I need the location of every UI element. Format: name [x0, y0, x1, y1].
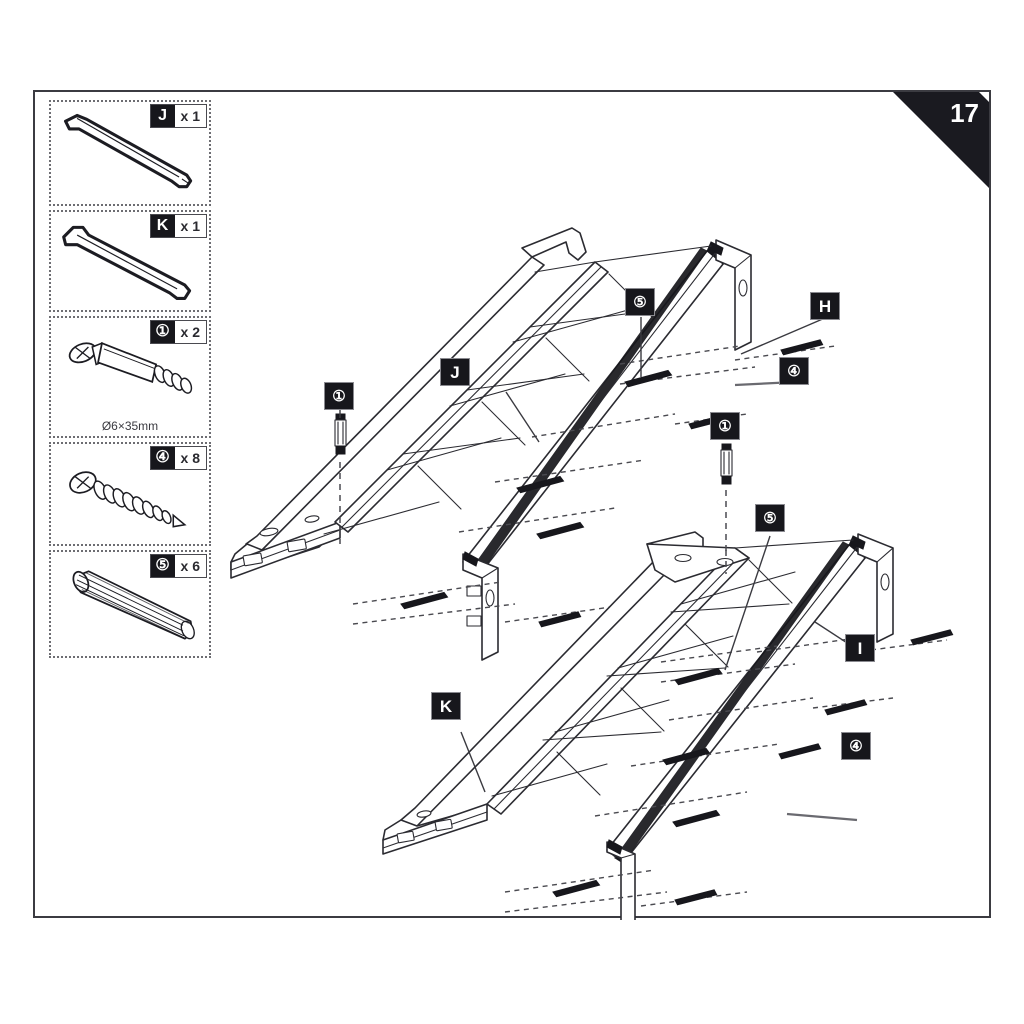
lower-dowel-glyphs	[551, 667, 723, 898]
upper-dowel-glyphs	[399, 369, 673, 610]
corner-notch	[969, 92, 989, 112]
page-number: 17	[950, 98, 979, 128]
part-quantity-5: x 6	[174, 555, 206, 577]
part-symbol-1: ①	[150, 321, 175, 343]
part-quantity-j: x 1	[174, 105, 206, 127]
lower-top-plate	[646, 543, 750, 583]
upper-leaders	[339, 317, 826, 443]
part-quantity-k: x 1	[174, 215, 206, 237]
rail-bar-icon	[62, 225, 192, 301]
callout-lower-screw-4[interactable]: ④	[841, 732, 871, 760]
part-item-5: ⑤ x 6	[49, 550, 211, 658]
upper-cam-bolt-insert	[334, 413, 347, 544]
part-badge-5: ⑤ x 6	[149, 554, 207, 578]
callout-upper-panel-h[interactable]: H	[810, 292, 840, 320]
callout-upper-rail-j[interactable]: J	[440, 358, 470, 386]
callout-upper-screw-4[interactable]: ④	[779, 357, 809, 385]
lower-stringer	[486, 539, 870, 864]
part-badge-k: K x 1	[149, 214, 207, 238]
callout-lower-cam-1[interactable]: ①	[710, 412, 740, 440]
lower-leaders	[460, 432, 862, 822]
lower-cam-bolt-insert	[720, 443, 733, 574]
part-symbol-4: ④	[150, 447, 175, 469]
lower-dashed-lines	[504, 635, 948, 913]
wooden-dowel-icon	[72, 570, 195, 640]
lower-rungs	[542, 539, 854, 796]
part-badge-1: ① x 2	[149, 320, 207, 344]
callout-upper-cam-1[interactable]: ①	[324, 382, 354, 410]
upper-stringer	[334, 245, 728, 576]
callout-upper-dowel-5[interactable]: ⑤	[625, 288, 655, 316]
part-symbol-5: ⑤	[150, 555, 175, 577]
instruction-frame: 17 .ln { fill:none; stroke:#2b2b31; stro…	[33, 90, 991, 920]
parts-list: J x 1 K x 1	[49, 100, 211, 662]
part-symbol-j: J	[150, 105, 175, 127]
part-item-j: J x 1	[49, 100, 211, 206]
callout-lower-panel-i[interactable]: I	[845, 634, 875, 662]
part-item-4: ④ x 8	[49, 442, 211, 546]
upper-cross-rungs	[323, 309, 629, 535]
part-quantity-1: x 2	[174, 321, 206, 343]
lower-cam-caps	[606, 535, 866, 855]
wood-screw-icon	[69, 471, 187, 528]
part-badge-j: J x 1	[149, 104, 207, 128]
cam-bolt-icon	[68, 341, 193, 394]
panel-h	[715, 239, 752, 351]
part-symbol-k: K	[150, 215, 175, 237]
upper-dashed-lines	[352, 345, 836, 625]
upper-assembly	[230, 227, 836, 661]
upper-cam-caps	[462, 241, 724, 567]
part-quantity-4: x 8	[174, 447, 206, 469]
corner-triangle	[891, 92, 989, 190]
panel-i	[857, 533, 894, 643]
part-dimension-1: Ø6×35mm	[101, 419, 159, 433]
part-badge-4: ④ x 8	[149, 446, 207, 470]
part-item-k: K x 1	[49, 210, 211, 312]
rail-j	[230, 227, 587, 579]
lower-left-endplate	[606, 841, 636, 920]
lower-cross-rungs	[491, 571, 796, 797]
callout-lower-dowel-5[interactable]: ⑤	[755, 504, 785, 532]
rail-bar-icon	[63, 113, 193, 189]
upper-left-endplate	[462, 553, 499, 661]
lower-assembly	[382, 432, 954, 920]
part-item-1: ① x 2	[49, 316, 211, 438]
page-number-corner: 17	[891, 92, 989, 190]
callout-lower-rail-k[interactable]: K	[431, 692, 461, 720]
lower-screw-glyphs	[673, 629, 954, 906]
